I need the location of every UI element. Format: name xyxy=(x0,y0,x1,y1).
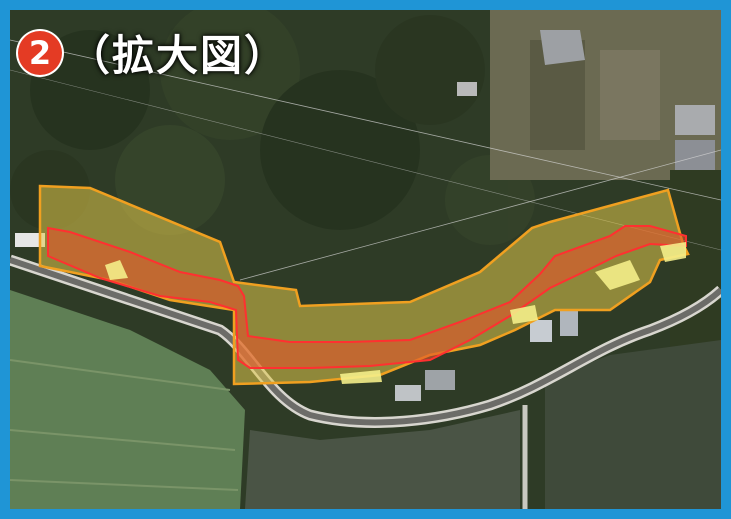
project-core-area[interactable] xyxy=(47,225,687,369)
cleared-patch xyxy=(660,242,686,262)
cleared-patch xyxy=(595,260,640,290)
building xyxy=(675,140,715,170)
building xyxy=(540,30,585,65)
forest-area xyxy=(670,170,721,360)
area-number-badge: 2 xyxy=(18,30,62,75)
project-area-outline[interactable] xyxy=(38,184,690,386)
map-title-text: （拡大図） xyxy=(68,31,289,80)
field-plot xyxy=(245,410,520,509)
field-plot xyxy=(600,50,660,140)
building xyxy=(560,310,578,336)
cleared-patch xyxy=(340,370,382,384)
building xyxy=(675,105,715,135)
building xyxy=(395,385,421,401)
map-title: 2 （拡大図） xyxy=(18,22,288,83)
building xyxy=(425,370,455,390)
forest-texture xyxy=(10,10,535,245)
aerial-map[interactable] xyxy=(10,10,721,509)
cleared-patch xyxy=(105,260,128,280)
main-road-surface xyxy=(10,257,721,426)
building xyxy=(457,82,477,96)
field-plot xyxy=(545,340,721,509)
aerial-map-svg xyxy=(10,10,721,509)
rice-field xyxy=(10,290,245,509)
building xyxy=(530,320,552,342)
building xyxy=(15,233,45,247)
cleared-patch xyxy=(510,305,538,324)
